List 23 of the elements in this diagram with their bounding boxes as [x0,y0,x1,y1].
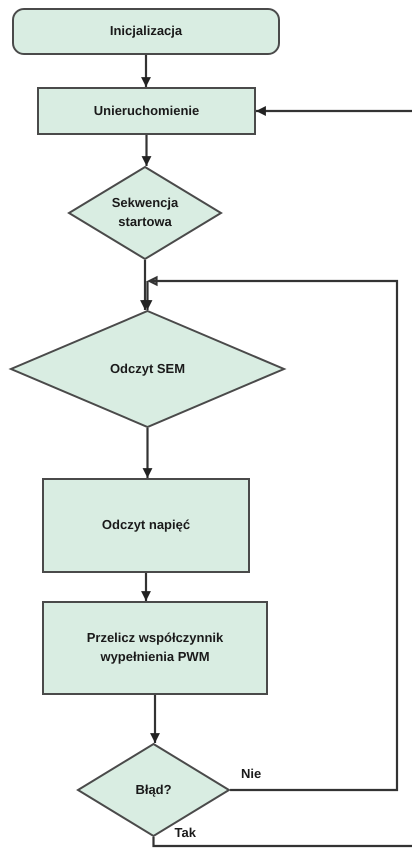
decision-diamond [68,166,222,260]
process-box [37,87,256,135]
node-label: Inicjalizacja [110,22,182,40]
arrow [142,135,152,166]
arrow [150,695,160,743]
decision-diamond [10,310,285,428]
node-label: Odczyt napięć [102,516,190,534]
arrow [141,55,151,87]
arrow [256,106,412,116]
node-label: Błąd? [135,780,172,799]
decision-diamond [77,743,230,837]
node-label: Unieruchomienie [94,102,200,120]
node-label: Przelicz współczynnik wypełnienia PWM [86,629,224,666]
arrow [142,428,152,478]
edge-label: Tak [174,825,197,840]
arrow [142,276,398,792]
arrow [141,573,151,601]
node-label: Sekwencja startowa [110,194,180,231]
process-box [42,478,250,573]
process-box [42,601,268,695]
node-label: Odczyt SEM [110,360,186,378]
terminal-box [12,8,280,55]
edge-label: Nie [240,766,262,781]
